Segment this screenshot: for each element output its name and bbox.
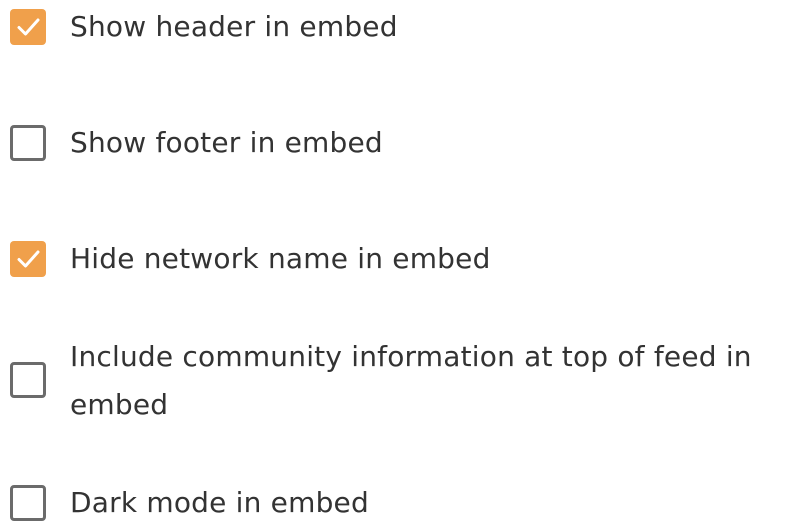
checkbox-show-header[interactable] [10, 9, 46, 45]
option-label: Hide network name in embed [70, 242, 491, 275]
checkbox-include-community-info[interactable] [10, 362, 46, 398]
option-label: Include community information at top of … [70, 340, 752, 421]
checkbox-dark-mode[interactable] [10, 485, 46, 521]
option-label: Show header in embed [70, 10, 398, 43]
option-label: Dark mode in embed [70, 486, 369, 519]
checkbox-show-footer[interactable] [10, 125, 46, 161]
checkmark-icon [17, 250, 40, 268]
option-label: Show footer in embed [70, 126, 383, 159]
checkbox-hide-network-name[interactable] [10, 241, 46, 277]
checkmark-icon [17, 18, 40, 36]
